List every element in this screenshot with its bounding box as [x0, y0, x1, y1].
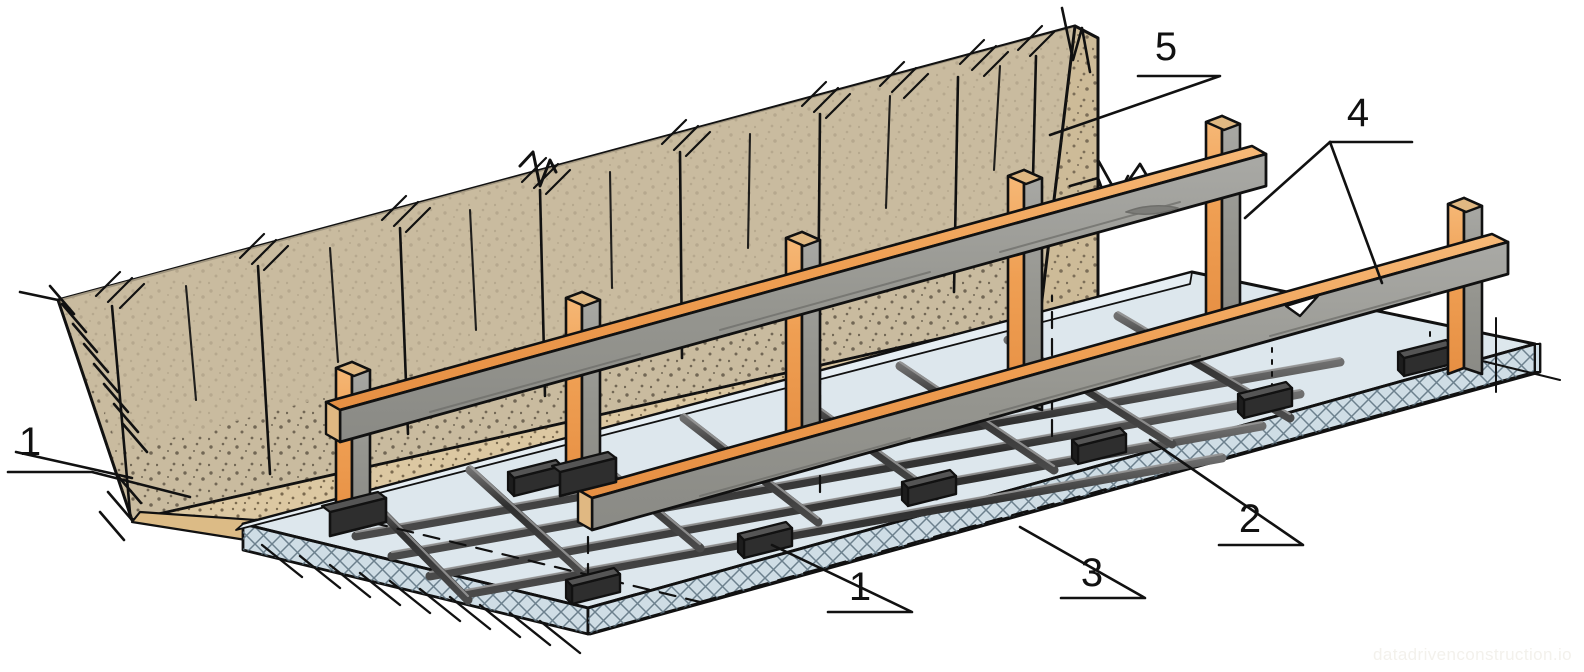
formwork-front-row	[576, 196, 1510, 532]
callout-number-1a: 1	[19, 420, 41, 464]
rebar-spacer-block	[564, 566, 622, 606]
rebar-spacer-block	[1236, 380, 1294, 420]
leader-4b	[1243, 140, 1332, 220]
callout-number-4: 4	[1347, 91, 1369, 135]
post-base-block	[320, 490, 388, 538]
leader-1b	[770, 543, 914, 614]
rebar-spacer-block	[506, 458, 564, 498]
formwork-rail	[324, 144, 1268, 444]
leader-1a	[6, 470, 192, 499]
formwork-rail	[576, 232, 1510, 532]
callout-labels: 1 1 2 3 4 5	[19, 25, 1369, 609]
rebar-spacer-block	[1070, 426, 1128, 466]
leader-4c	[1328, 140, 1384, 285]
excavation-wall	[14, 6, 1162, 542]
formwork-post	[1204, 114, 1242, 328]
callout-number-2: 2	[1239, 497, 1261, 541]
formwork-post	[784, 230, 822, 452]
callout-number-1b: 1	[849, 565, 871, 609]
ground-hatch-front	[260, 543, 582, 655]
watermark: datadrivenconstruction.io	[1373, 645, 1572, 664]
leader-2	[1148, 438, 1305, 547]
leader-5	[1048, 74, 1222, 137]
callouts	[6, 74, 1414, 614]
callout-number-5: 5	[1155, 25, 1177, 69]
callout-number-3: 3	[1081, 551, 1103, 595]
post-base-blocks	[320, 450, 618, 538]
rebar-spacer-block	[1396, 338, 1454, 378]
rebar-spacer-block	[900, 468, 958, 508]
rebar-spacer-blocks	[506, 338, 1454, 606]
rebar-spacer-block	[736, 520, 794, 560]
post-base-block	[550, 450, 618, 498]
leader-3	[1018, 525, 1147, 600]
